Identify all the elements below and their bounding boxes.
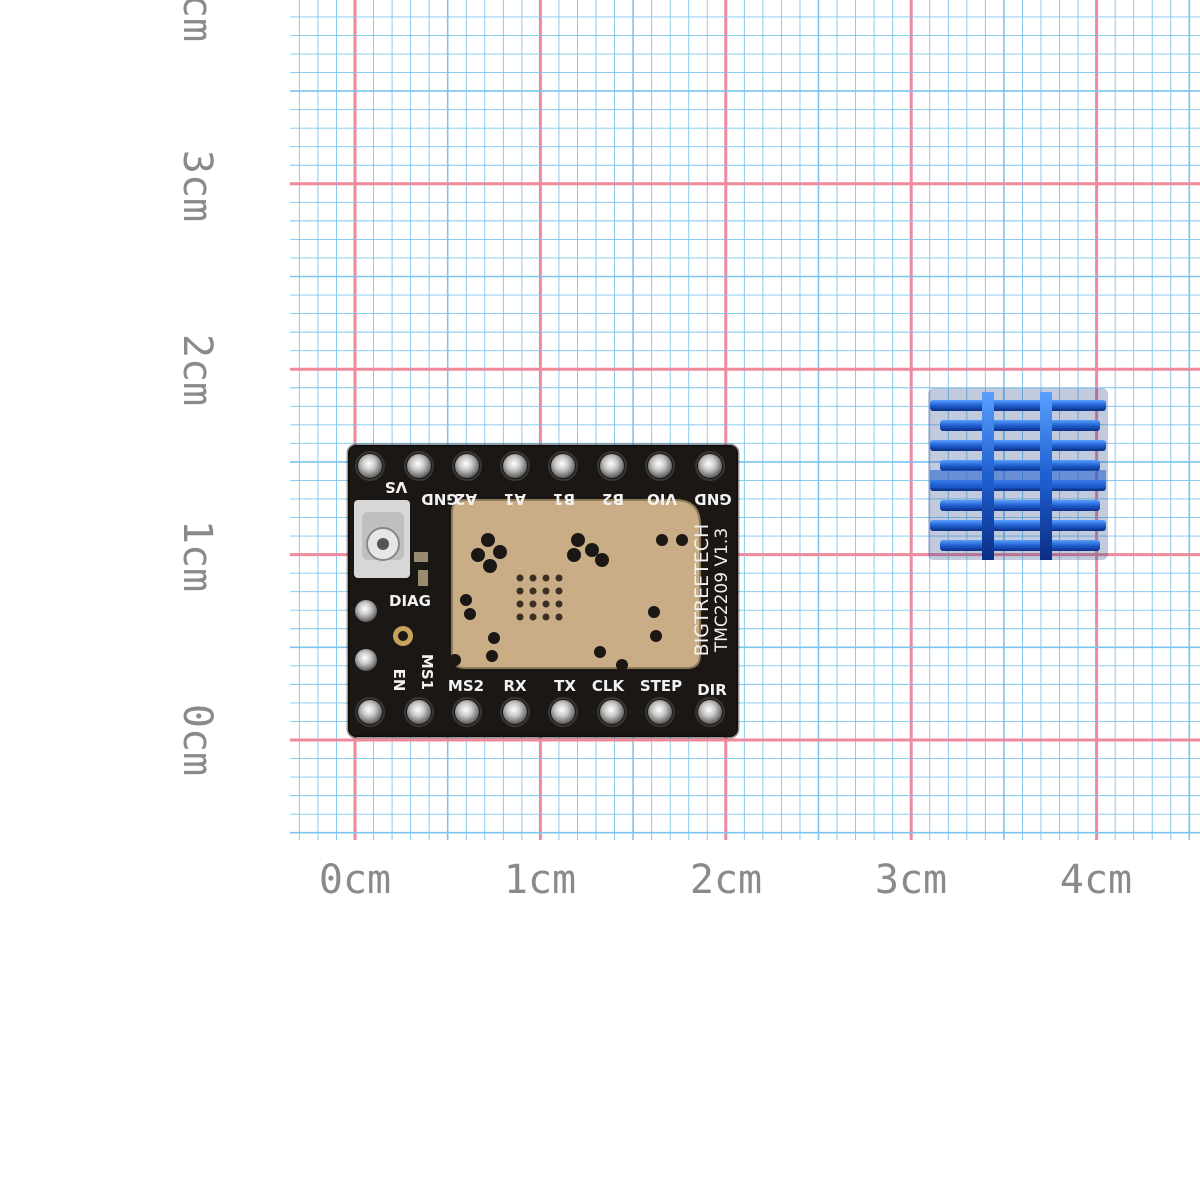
pin-label: STEP (640, 677, 682, 695)
y-axis-label: 1cm (174, 520, 220, 592)
header-pin (407, 454, 431, 478)
y-axis-labels: 0cm 1cm 2cm 3cm cm (174, 0, 220, 776)
y-axis-label: 0cm (174, 704, 220, 776)
pin-label: MS1 (418, 654, 436, 690)
pin-label: VIO (647, 490, 677, 508)
bottom-pin-labels: EN MS1 MS2 RX TX CLK STEP DIR (390, 654, 727, 699)
heatsink-fin (940, 460, 1100, 471)
header-pin (358, 454, 382, 478)
top-pin-labels: VS GND A2 A1 B1 B2 VIO GND (385, 478, 732, 508)
header-pin (407, 700, 431, 724)
header-pin (551, 700, 575, 724)
y-axis-label: 3cm (174, 150, 220, 222)
heatsink-fin (940, 540, 1100, 551)
header-pin (648, 454, 672, 478)
header-pin (698, 454, 722, 478)
top-header-pins (355, 451, 725, 481)
pin-label: GND (694, 490, 731, 508)
header-pin (698, 700, 722, 724)
side-pins (355, 600, 377, 671)
header-pin (648, 700, 672, 724)
pin-label: DIR (697, 681, 727, 699)
heatsink-fin (930, 400, 1106, 411)
header-pin (600, 454, 624, 478)
pin-label: MS2 (448, 677, 484, 695)
x-axis-label: 4cm (1060, 857, 1132, 903)
heatsink-fin (940, 500, 1100, 511)
heatsink-icon (928, 388, 1108, 560)
header-pin (503, 700, 527, 724)
header-pin (600, 700, 624, 724)
header-pin (551, 454, 575, 478)
diag-label: DIAG (389, 592, 431, 610)
y-axis-label: cm (174, 0, 220, 42)
pin-label: A1 (504, 490, 526, 508)
heatsink-fin (930, 440, 1106, 451)
brand-label: BIGTREETECH (691, 524, 713, 657)
pin-label: EN (390, 669, 408, 692)
x-axis-label: 1cm (504, 857, 576, 903)
pin-label: CLK (592, 677, 626, 695)
thermal-pad (452, 500, 700, 668)
pin-label: GND (421, 490, 458, 508)
header-pin (455, 700, 479, 724)
pin-label: A2 (455, 490, 477, 508)
x-axis-label: 0cm (319, 857, 391, 903)
model-label: TMC2209 V1.3 (712, 528, 732, 653)
header-pin (503, 454, 527, 478)
y-axis-label: 2cm (174, 334, 220, 406)
pin-label: B2 (602, 490, 624, 508)
pin-label: TX (554, 677, 576, 695)
header-pin (455, 454, 479, 478)
heatsink-fin (940, 420, 1100, 431)
heatsink-fin (930, 520, 1106, 531)
via-grid (516, 574, 563, 621)
pin-label: B1 (553, 490, 575, 508)
via-clusters (449, 533, 688, 671)
stepper-driver-board: VS GND A2 A1 B1 B2 VIO GND EN MS1 MS2 RX… (346, 443, 740, 739)
pin-label: VS (385, 478, 407, 496)
bottom-header-pins (355, 697, 725, 727)
header-pin (358, 700, 382, 724)
x-axis-label: 3cm (875, 857, 947, 903)
x-axis-labels: 0cm 1cm 2cm 3cm 4cm (319, 857, 1132, 903)
pin-label: RX (503, 677, 527, 695)
x-axis-label: 2cm (690, 857, 762, 903)
potentiometer (354, 500, 410, 578)
